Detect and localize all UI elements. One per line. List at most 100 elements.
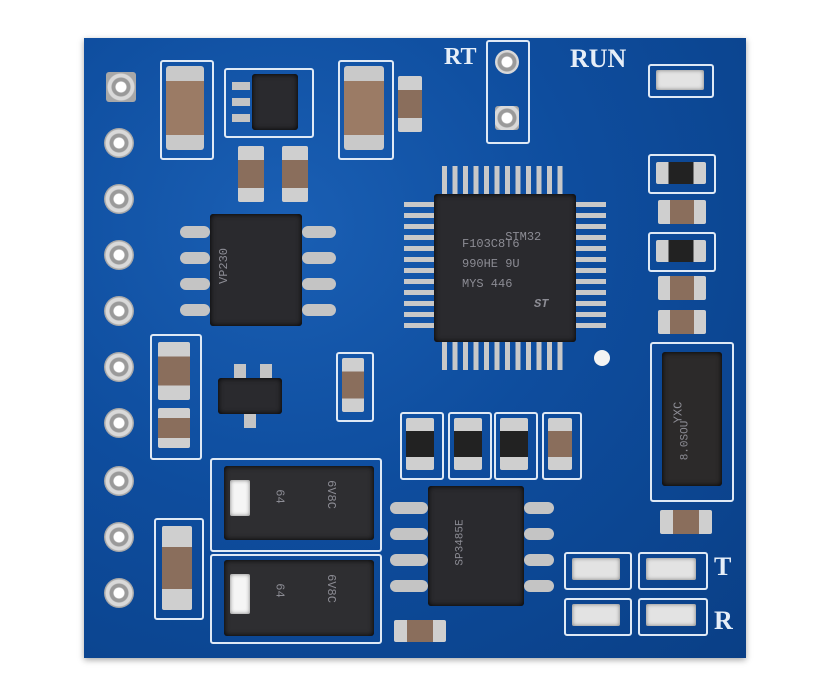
regulator-pin: [180, 304, 210, 316]
regulator-pin: [302, 252, 336, 264]
rs485-pin: [390, 580, 428, 592]
header-pin-6: [104, 352, 134, 382]
diode-outline-top: [210, 458, 382, 552]
resistor-2: [238, 146, 264, 202]
diode-bottom-text-1: 6V8C: [323, 574, 338, 603]
resistor-row-1: [406, 418, 434, 470]
rs485-pin: [390, 528, 428, 540]
fuse: YXC 8.0SOU: [662, 352, 722, 486]
header-pin-5: [104, 296, 134, 326]
mcu-line-2: F103C8T6: [462, 237, 520, 251]
sot-pin: [260, 364, 272, 378]
regulator-pin: [180, 278, 210, 290]
resistor-mid: [342, 358, 364, 412]
header-pin-9: [104, 522, 134, 552]
sot-pin: [234, 364, 246, 378]
header-pin-2: [104, 128, 134, 158]
resistor-top: [398, 76, 422, 132]
rs485-pin: [524, 554, 554, 566]
sot-pin: [244, 414, 256, 428]
pcb-board: RT RUN VP230 STM32 F103C8T6 990HE 9U MYS…: [84, 38, 746, 658]
diode-top-text-1: 6V8C: [323, 480, 338, 509]
regulator-pin: [180, 226, 210, 238]
sot-transistor-mid: [218, 378, 282, 414]
cap-outline-2: [338, 60, 394, 160]
cap-outline-1: [160, 60, 214, 160]
resistor-row-4: [548, 418, 572, 470]
res-row-outline-4: [542, 412, 582, 480]
resistor-r3: [656, 240, 706, 262]
header-pin-7: [104, 408, 134, 438]
left-comp-outline: [150, 334, 202, 460]
rt-jumper-pin-2: [495, 106, 519, 130]
diode-small-1: [158, 342, 190, 400]
resistor-3: [282, 146, 308, 202]
resistor-r1: [656, 162, 706, 184]
diode-bottom-text-2: 64: [272, 583, 287, 598]
regulator-pin: [302, 304, 336, 316]
fiducial-dot: [594, 350, 610, 366]
led-outline-2: [564, 598, 632, 636]
resistor-bottom: [394, 620, 446, 642]
fuse-outline: [650, 342, 734, 502]
sot-transistor-top: [252, 74, 298, 130]
resistor-r5: [658, 310, 706, 334]
res-outline-r1: [648, 154, 716, 194]
diode-top-pad: [230, 480, 250, 516]
led-outline-r: [638, 598, 708, 636]
mcu-line-1: STM32: [505, 230, 542, 244]
regulator-pin: [302, 278, 336, 290]
r-label: R: [714, 606, 733, 635]
diode-small-2: [158, 408, 190, 448]
t-label: T: [714, 552, 732, 581]
led-outline-t: [638, 552, 708, 590]
header-pin-3: [104, 184, 134, 214]
rs485-pin: [524, 528, 554, 540]
mcu-pins-top: [442, 166, 568, 194]
res-row-outline-3: [494, 412, 538, 480]
res-outline-r3: [648, 232, 716, 272]
resistor-r6: [660, 510, 712, 534]
rt-label: RT: [444, 44, 477, 70]
resistor-r2: [658, 200, 706, 224]
mcu-pins-bottom: [442, 342, 568, 370]
header-pin-10: [104, 578, 134, 608]
regulator-text-1: VP230: [217, 247, 231, 284]
rs485-text-1: SP3485E: [454, 519, 467, 566]
res-outline-mid: [336, 352, 374, 422]
run-label: RUN: [570, 44, 627, 73]
resistor-row-3: [500, 418, 528, 470]
rs485-pin: [524, 502, 554, 514]
capacitor-2: [344, 66, 384, 150]
rs485-pin: [524, 580, 554, 592]
mcu-text: STM32: [462, 218, 541, 257]
header-pin-8: [104, 466, 134, 496]
sot-outline: [224, 68, 314, 138]
sot-pin: [232, 114, 250, 122]
diode-outline-bottom: [210, 554, 382, 644]
header-pin-1: [106, 72, 136, 102]
rs485-pin: [390, 502, 428, 514]
resistor-row-2: [454, 418, 482, 470]
run-led-outline: [648, 64, 714, 98]
led-outline-1: [564, 552, 632, 590]
lower-left-outline: [154, 518, 204, 620]
mcu-line-4: MYS 446: [462, 277, 513, 291]
rx-led: [646, 604, 696, 626]
mcu-pins-right: [576, 202, 606, 334]
sot-pin: [232, 98, 250, 106]
diode-top-text-2: 64: [272, 489, 287, 504]
rs485-chip: SP3485E: [428, 486, 524, 606]
mcu-line-3: 990HE 9U: [462, 257, 520, 271]
fuse-text-2: 8.0SOU: [679, 420, 692, 461]
led-left-1: [572, 558, 620, 580]
header-pin-4: [104, 240, 134, 270]
res-row-outline-1: [400, 412, 444, 480]
regulator-chip: VP230: [210, 214, 302, 326]
rs485-pin: [390, 554, 428, 566]
rt-jumper-outline: [486, 40, 530, 144]
st-logo: ST: [534, 297, 549, 311]
run-led: [656, 70, 704, 90]
tx-led: [646, 558, 696, 580]
diode-bottom-pad: [230, 574, 250, 614]
